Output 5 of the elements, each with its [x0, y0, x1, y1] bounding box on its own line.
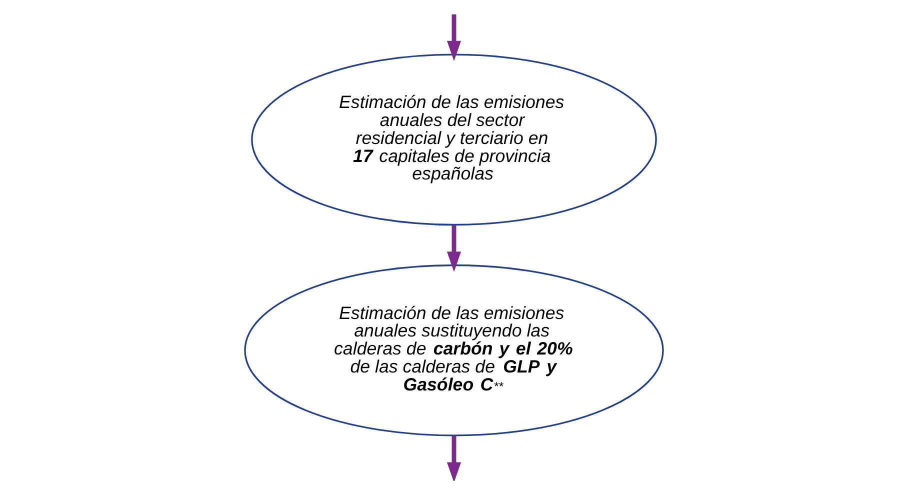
- arrow: [446, 435, 461, 480]
- arrow: [446, 224, 461, 272]
- node-ellipse: Estimación de las emisiones anuales sustituyendo las calderas de carbón y el 20% de las calderas de GLP y Gasóleo C**: [244, 264, 664, 436]
- arrow: [446, 14, 461, 61]
- node-ellipse: Estimación de las emisiones anuales del sector residencial y terciario en 17 capitales de provincia españolas: [250, 53, 656, 226]
